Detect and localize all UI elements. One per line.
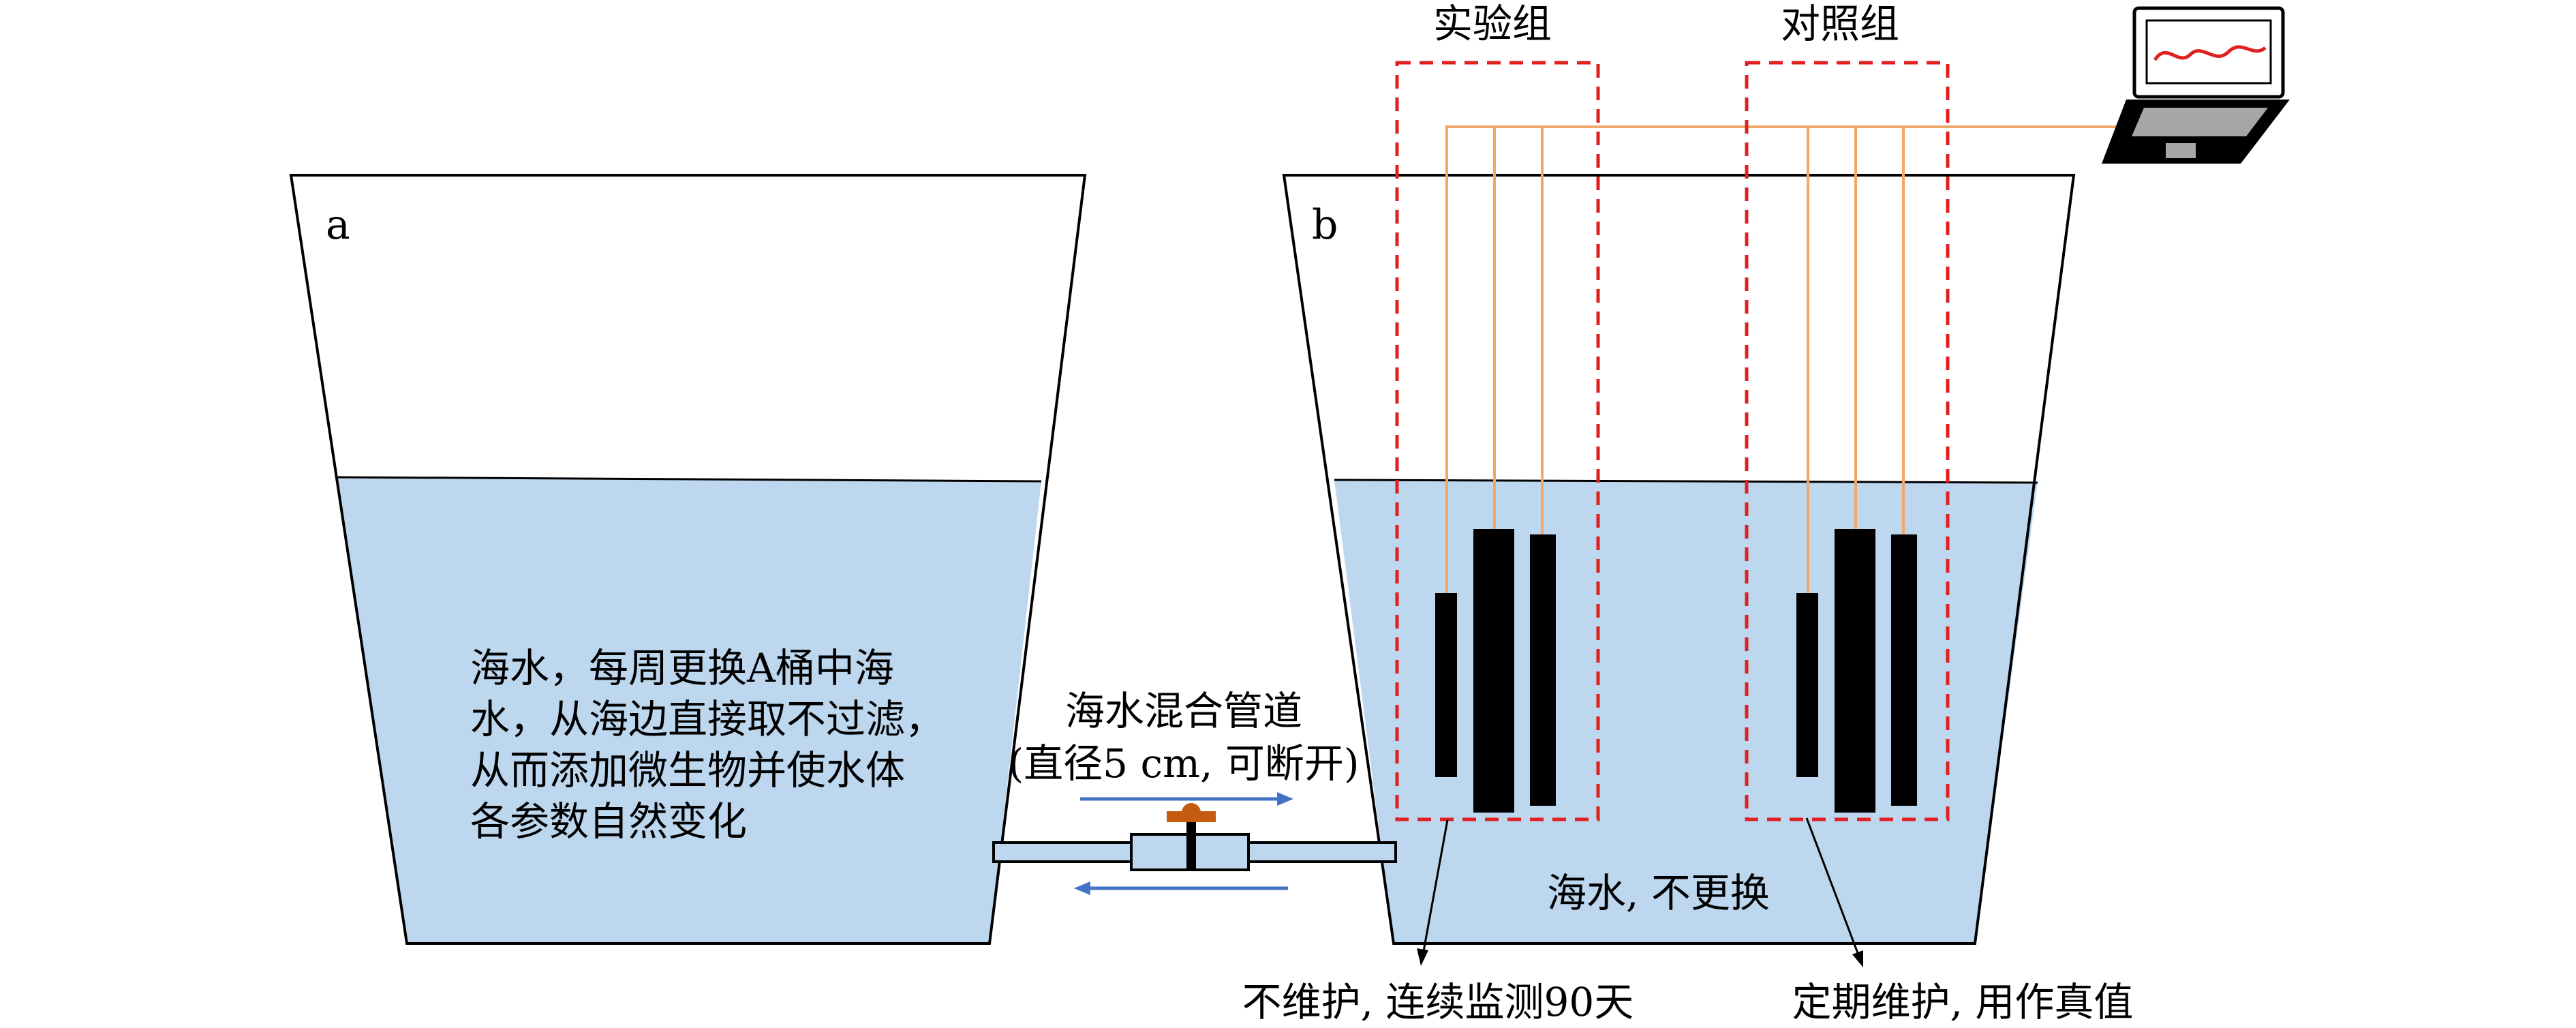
sensor-ctrl-medium bbox=[1891, 534, 1917, 806]
tank-b-label: b bbox=[1312, 201, 1338, 249]
laptop-chart-line bbox=[2153, 45, 2267, 61]
tank-a-text-line4: 各参数自然变化 bbox=[470, 798, 747, 845]
sensor-exp-medium bbox=[1530, 534, 1556, 806]
control-note-arrow bbox=[1805, 817, 1859, 954]
experimental-group-box bbox=[1395, 61, 1600, 821]
cable-bus bbox=[1445, 125, 2126, 593]
tank-a-label: a bbox=[326, 201, 350, 249]
tank-b: b 海水, 不更换 bbox=[1282, 174, 2076, 945]
annotations: 不维护, 连续监测90天 定期维护, 用作真值 bbox=[1242, 817, 2134, 1025]
valve-stem bbox=[1186, 821, 1196, 870]
experimental-note-arrow-head bbox=[1417, 948, 1428, 966]
tank-b-outline bbox=[1282, 174, 2076, 945]
laptop-touchpad bbox=[2166, 143, 2196, 158]
tank-a-water bbox=[338, 477, 1041, 943]
control-group-title: 对照组 bbox=[1781, 1, 1899, 47]
mixing-pipe: 海水混合管道 (直径5 cm, 可断开) bbox=[992, 688, 1397, 895]
control-sensors bbox=[1796, 529, 1917, 813]
experimental-note: 不维护, 连续监测90天 bbox=[1242, 979, 1634, 1025]
sensor-ctrl-small bbox=[1796, 593, 1818, 777]
valve-knob bbox=[1182, 803, 1201, 822]
laptop-icon bbox=[2102, 6, 2290, 164]
tank-a: a 海水，每周更换A桶中海 水，从海边直接取不过滤， 从而添加微生物并使水体 各… bbox=[289, 174, 1087, 945]
flow-arrow-right-head bbox=[1277, 792, 1293, 806]
laptop-keyboard-area bbox=[2132, 108, 2268, 136]
tank-b-water-text: 海水, 不更换 bbox=[1547, 870, 1770, 916]
tank-a-text-line3: 从而添加微生物并使水体 bbox=[470, 747, 905, 793]
experimental-group-title: 实验组 bbox=[1433, 1, 1552, 47]
sensor-exp-large bbox=[1473, 529, 1514, 813]
tank-a-text-line2: 水，从海边直接取不过滤， bbox=[470, 696, 945, 742]
tank-b-water-surface bbox=[1334, 479, 2038, 484]
sensor-ctrl-large bbox=[1835, 529, 1875, 813]
pipe-subtitle: (直径5 cm, 可断开) bbox=[1009, 740, 1360, 787]
sensor-cables bbox=[1445, 125, 2126, 593]
experimental-sensors bbox=[1435, 529, 1556, 813]
experimental-note-arrow bbox=[1422, 819, 1449, 952]
tank-a-outline bbox=[289, 174, 1087, 945]
control-group-box bbox=[1745, 61, 1950, 821]
pipe-title: 海水混合管道 bbox=[1065, 688, 1302, 734]
sensor-exp-small bbox=[1435, 593, 1457, 777]
flow-arrow-left-head bbox=[1074, 881, 1090, 895]
control-note: 定期维护, 用作真值 bbox=[1792, 979, 2134, 1025]
tank-a-water-surface bbox=[337, 476, 1042, 483]
control-note-arrow-head bbox=[1852, 950, 1863, 967]
tank-a-text-line1: 海水，每周更换A桶中海 bbox=[470, 645, 894, 691]
